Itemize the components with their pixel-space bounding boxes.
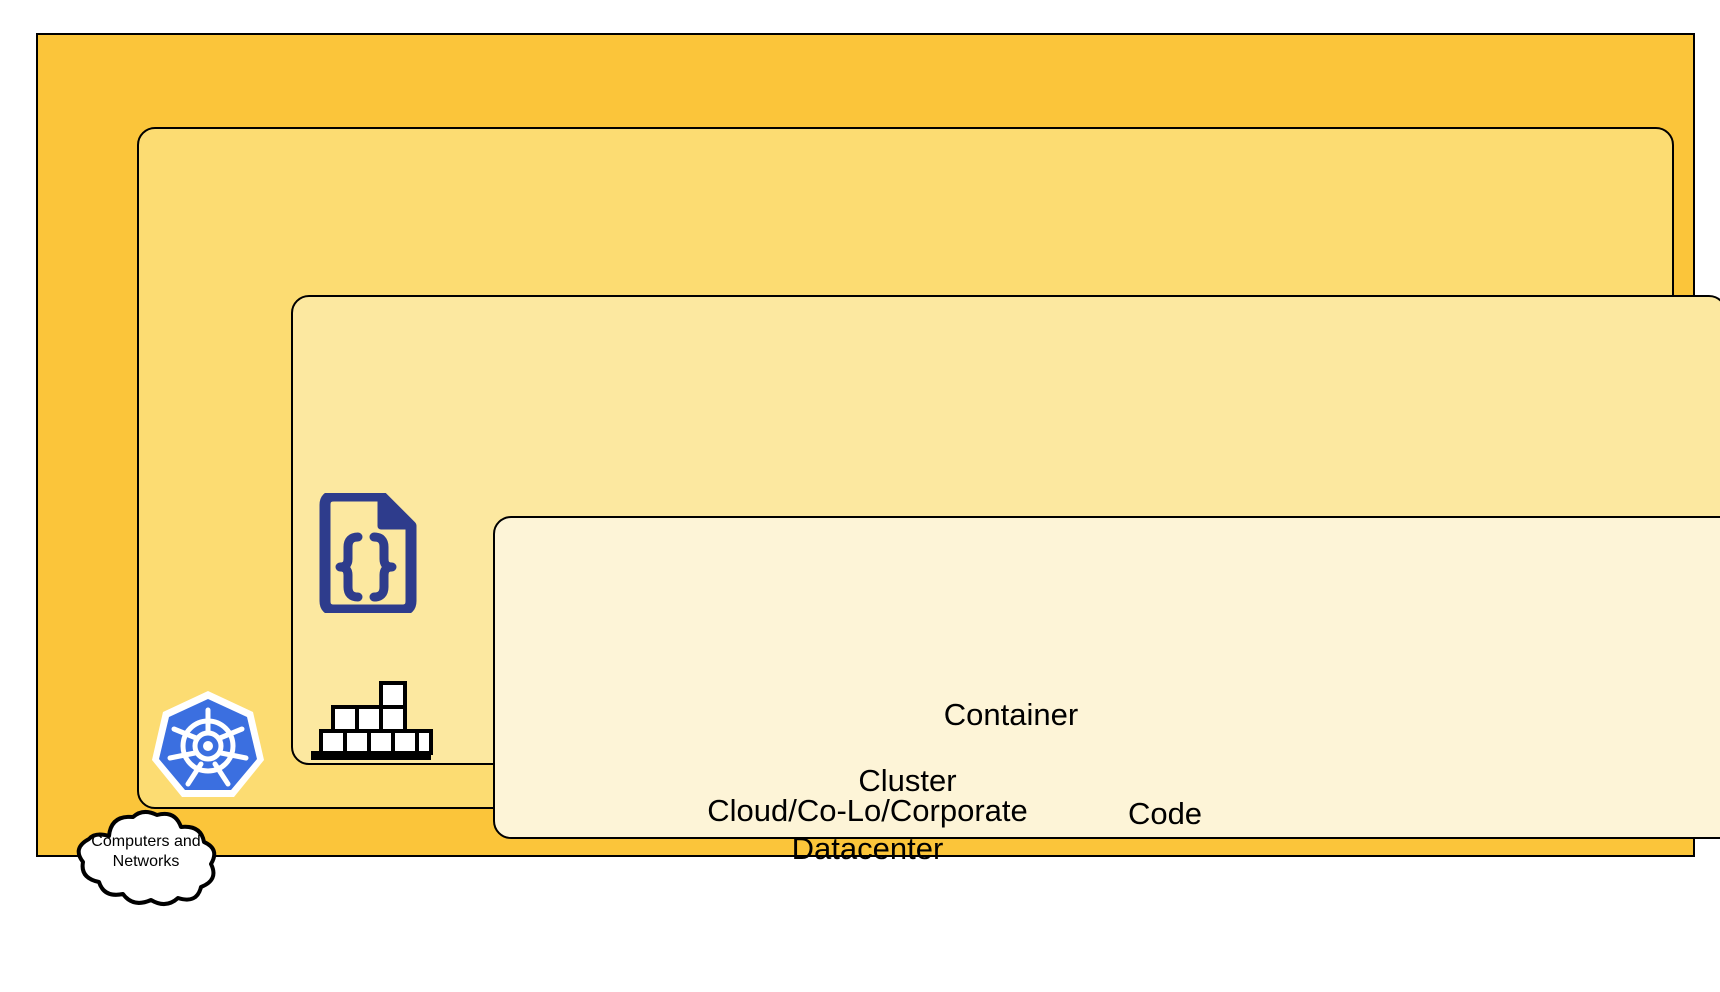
layer-label-datacenter: Cloud/Co-Lo/Corporate Datacenter [38, 792, 1697, 868]
layer-cluster[interactable]: Code Container [137, 127, 1720, 839]
layer-container[interactable]: Code Container [291, 295, 1720, 839]
cloud-label-line1: Computers and [91, 833, 201, 850]
layer-datacenter[interactable]: Code Container [36, 33, 1720, 906]
layer-label-container: Container [943, 697, 1079, 732]
computers-and-networks-label: Computers and Networks [79, 832, 213, 872]
json-file-icon [315, 490, 417, 616]
cloud-label-line2: Networks [112, 853, 180, 870]
container-blocks-icon [309, 681, 433, 761]
layer-label-code: Code [1127, 796, 1203, 831]
layer-label-datacenter-line1: Cloud/Co-Lo/Corporate [707, 793, 1028, 828]
computers-and-networks-cloud[interactable]: Computers and Networks [71, 808, 221, 910]
layer-code[interactable]: Code [493, 516, 1720, 839]
layer-label-datacenter-line2: Datacenter [791, 831, 944, 866]
layer-label-cluster: Cluster [858, 763, 957, 798]
kubernetes-helm-icon [152, 688, 264, 800]
